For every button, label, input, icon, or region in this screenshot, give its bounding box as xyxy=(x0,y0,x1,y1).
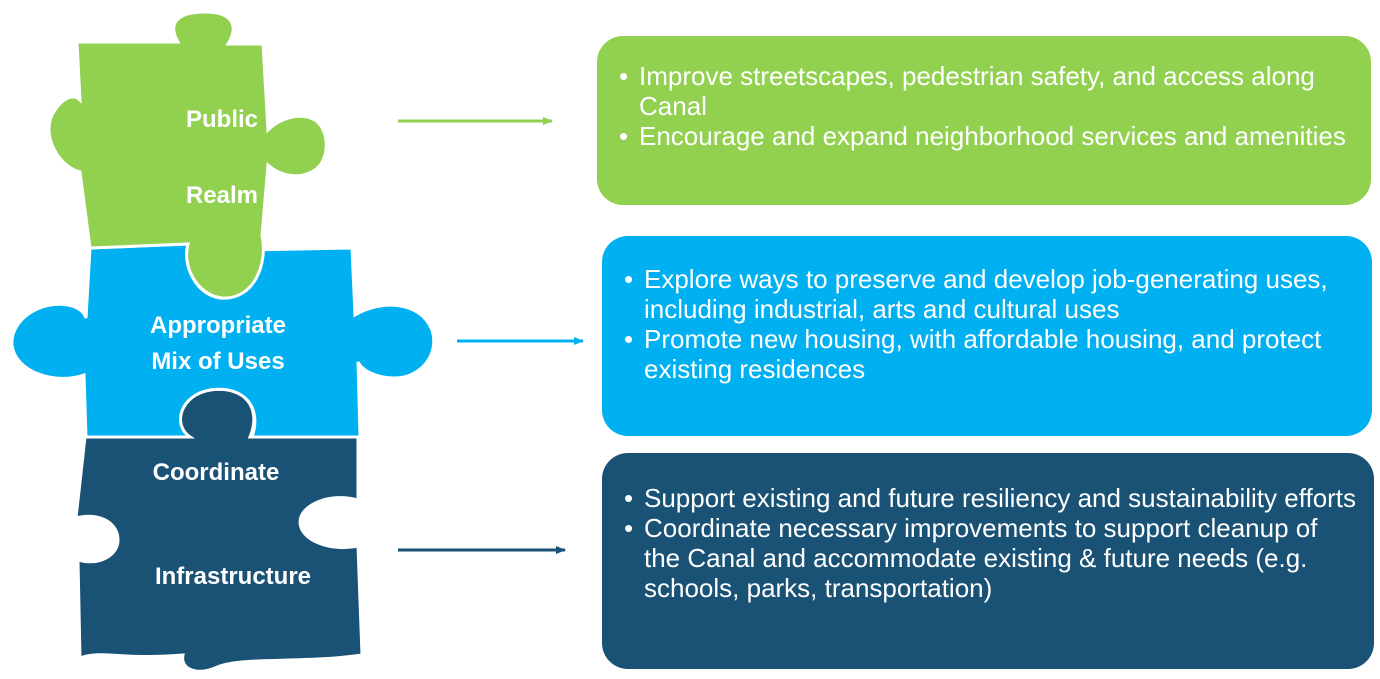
mix-of-uses-goals-list: Explore ways to preserve and develop job… xyxy=(622,264,1354,384)
piece-label-appropriate: Appropriate xyxy=(150,312,286,339)
piece-label-infrastructure: Infrastructure xyxy=(155,563,311,590)
infrastructure-goals-box: Support existing and future resiliency a… xyxy=(602,453,1374,669)
goal-bullet: Encourage and expand neighborhood servic… xyxy=(617,121,1353,151)
piece-label-public: Public xyxy=(186,106,258,133)
piece-label-realm: Realm xyxy=(186,182,258,209)
goal-bullet: Explore ways to preserve and develop job… xyxy=(622,264,1354,324)
piece-label-coordinate: Coordinate xyxy=(153,459,280,486)
public-realm-goals-list: Improve streetscapes, pedestrian safety,… xyxy=(617,61,1353,151)
public-realm-goals-box: Improve streetscapes, pedestrian safety,… xyxy=(597,36,1371,205)
goal-bullet: Improve streetscapes, pedestrian safety,… xyxy=(617,61,1353,121)
infrastructure-goals-list: Support existing and future resiliency a… xyxy=(622,483,1360,603)
goal-bullet: Promote new housing, with affordable hou… xyxy=(622,324,1354,384)
goal-bullet: Support existing and future resiliency a… xyxy=(622,483,1360,513)
puzzle-piece-public-realm xyxy=(47,10,328,300)
piece-label-mix-of-uses: Mix of Uses xyxy=(151,348,284,375)
mix-of-uses-goals-box: Explore ways to preserve and develop job… xyxy=(602,236,1372,436)
goal-bullet: Coordinate necessary improvements to sup… xyxy=(622,513,1360,603)
